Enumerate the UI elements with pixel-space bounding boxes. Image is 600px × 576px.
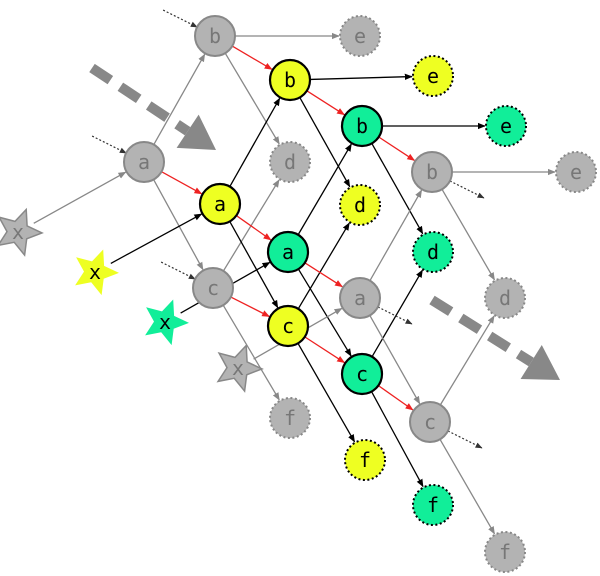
node-g2_c: c xyxy=(409,401,451,443)
node-gr_e: e xyxy=(485,105,527,147)
node-label-y_x: x xyxy=(89,260,101,284)
stub-in-g1_b xyxy=(162,9,198,28)
edge-y_c-y_d xyxy=(297,222,350,310)
edge-gr_b-gr_d xyxy=(371,143,424,235)
edges xyxy=(33,32,556,535)
nodes: b e a d c f x b e a d c f x b e a d c f x b e a d c f x xyxy=(0,15,597,573)
node-label-g1_x: x xyxy=(12,220,24,244)
edge-g2_b-g2_d xyxy=(441,188,496,281)
node-label-y_d: d xyxy=(354,193,366,217)
node-label-g2_x: x xyxy=(232,356,244,380)
edge-g2_a-g2_b xyxy=(369,189,423,281)
node-g1_f: f xyxy=(269,397,311,439)
node-g1_x: x xyxy=(0,207,44,257)
node-label-g1_b: b xyxy=(209,24,221,48)
edge-g1_a-y_a xyxy=(161,171,203,195)
edge-g1_b-g1_d xyxy=(224,52,280,145)
node-label-gr_x: x xyxy=(159,310,171,334)
flow-arrow-2 xyxy=(429,295,560,380)
node-label-g1_a: a xyxy=(138,150,150,174)
node-g2_x: x xyxy=(216,343,264,393)
node-g2_e: e xyxy=(555,151,597,193)
node-y_x: x xyxy=(75,249,119,296)
node-label-y_c: c xyxy=(282,314,294,338)
edge-g1_c-g1_f xyxy=(222,304,280,401)
node-y_a: a xyxy=(198,182,242,226)
node-label-y_f: f xyxy=(359,448,371,472)
node-label-g2_f: f xyxy=(499,540,511,564)
node-label-g2_b: b xyxy=(426,160,438,184)
node-g1_b: b xyxy=(194,15,236,57)
stub-in-g1_c xyxy=(160,261,196,280)
node-label-g1_f: f xyxy=(284,406,296,430)
edge-y_a-y_c xyxy=(229,221,279,309)
edge-gr_a-gr_c xyxy=(297,268,352,357)
stub-out-g2_b xyxy=(449,180,485,199)
node-g1_c: c xyxy=(192,267,234,309)
node-label-y_a: a xyxy=(214,192,226,216)
node-label-y_b: b xyxy=(284,68,296,92)
node-y_d: d xyxy=(339,184,381,226)
node-gr_d: d xyxy=(412,231,454,273)
node-label-g2_c: c xyxy=(424,410,436,434)
node-label-gr_c: c xyxy=(356,362,368,386)
node-gr_f: f xyxy=(412,484,454,526)
node-g1_d: d xyxy=(269,141,311,183)
stub-out-g2_a xyxy=(377,306,413,325)
node-gr_b: b xyxy=(340,104,384,148)
edge-y_b-y_e xyxy=(309,73,413,81)
edge-g2_c-g2_f xyxy=(439,438,496,535)
flow-arrow-1 xyxy=(89,63,216,150)
stub-in-g1_a xyxy=(91,135,127,154)
edge-y_a-gr_a xyxy=(235,215,272,241)
node-y_b: b xyxy=(268,58,312,102)
node-g2_b: b xyxy=(411,151,453,193)
edge-gr_c-gr_d xyxy=(371,269,423,358)
edge-g2_a-g2_c xyxy=(369,315,421,405)
node-gr_x: x xyxy=(145,299,189,346)
node-label-g1_c: c xyxy=(207,276,219,300)
node-g2_a: a xyxy=(339,277,381,319)
node-label-g1_e: e xyxy=(354,24,366,48)
node-g1_e: e xyxy=(339,15,381,57)
node-label-gr_d: d xyxy=(427,240,439,264)
edge-g1_a-g1_b xyxy=(153,53,206,145)
node-label-gr_a: a xyxy=(282,240,294,264)
node-g2_d: d xyxy=(484,277,526,319)
edge-g1_c-y_c xyxy=(230,296,270,318)
node-y_c: c xyxy=(266,304,310,348)
edge-y_c-y_f xyxy=(297,343,356,443)
edge-gr_a-g2_a xyxy=(304,262,343,288)
node-gr_a: a xyxy=(266,230,310,274)
flow-direction-arrows xyxy=(89,63,560,380)
stub-out-g2_c xyxy=(447,430,483,449)
node-label-y_e: e xyxy=(427,64,439,88)
node-gr_c: c xyxy=(340,352,384,396)
edge-g1_a-g1_c xyxy=(153,179,204,271)
edge-y_x-y_a xyxy=(110,213,203,264)
edge-y_c-gr_c xyxy=(304,336,346,364)
node-label-gr_f: f xyxy=(427,493,439,517)
node-label-g2_a: a xyxy=(354,286,366,310)
edge-gr_b-g2_b xyxy=(378,136,416,162)
edge-y_a-y_b xyxy=(229,97,281,187)
node-label-g1_d: d xyxy=(284,150,296,174)
edge-g1_b-y_b xyxy=(231,45,273,70)
node-label-gr_e: e xyxy=(500,114,512,138)
edge-g1_x-g1_a xyxy=(33,171,127,224)
edge-gr_a-gr_b xyxy=(297,143,352,236)
node-label-g2_e: e xyxy=(570,160,582,184)
node-label-g2_d: d xyxy=(499,286,511,310)
node-g2_f: f xyxy=(484,531,526,573)
edge-y_b-gr_b xyxy=(306,90,345,116)
edge-g2_c-g2_d xyxy=(439,315,495,406)
node-y_e: e xyxy=(412,55,454,97)
node-label-gr_b: b xyxy=(356,114,368,138)
edge-gr_c-gr_f xyxy=(370,391,424,488)
edge-y_b-y_d xyxy=(299,97,351,188)
node-y_f: f xyxy=(344,439,386,481)
node-g1_a: a xyxy=(123,141,165,183)
edge-gr_c-g2_c xyxy=(377,385,414,411)
